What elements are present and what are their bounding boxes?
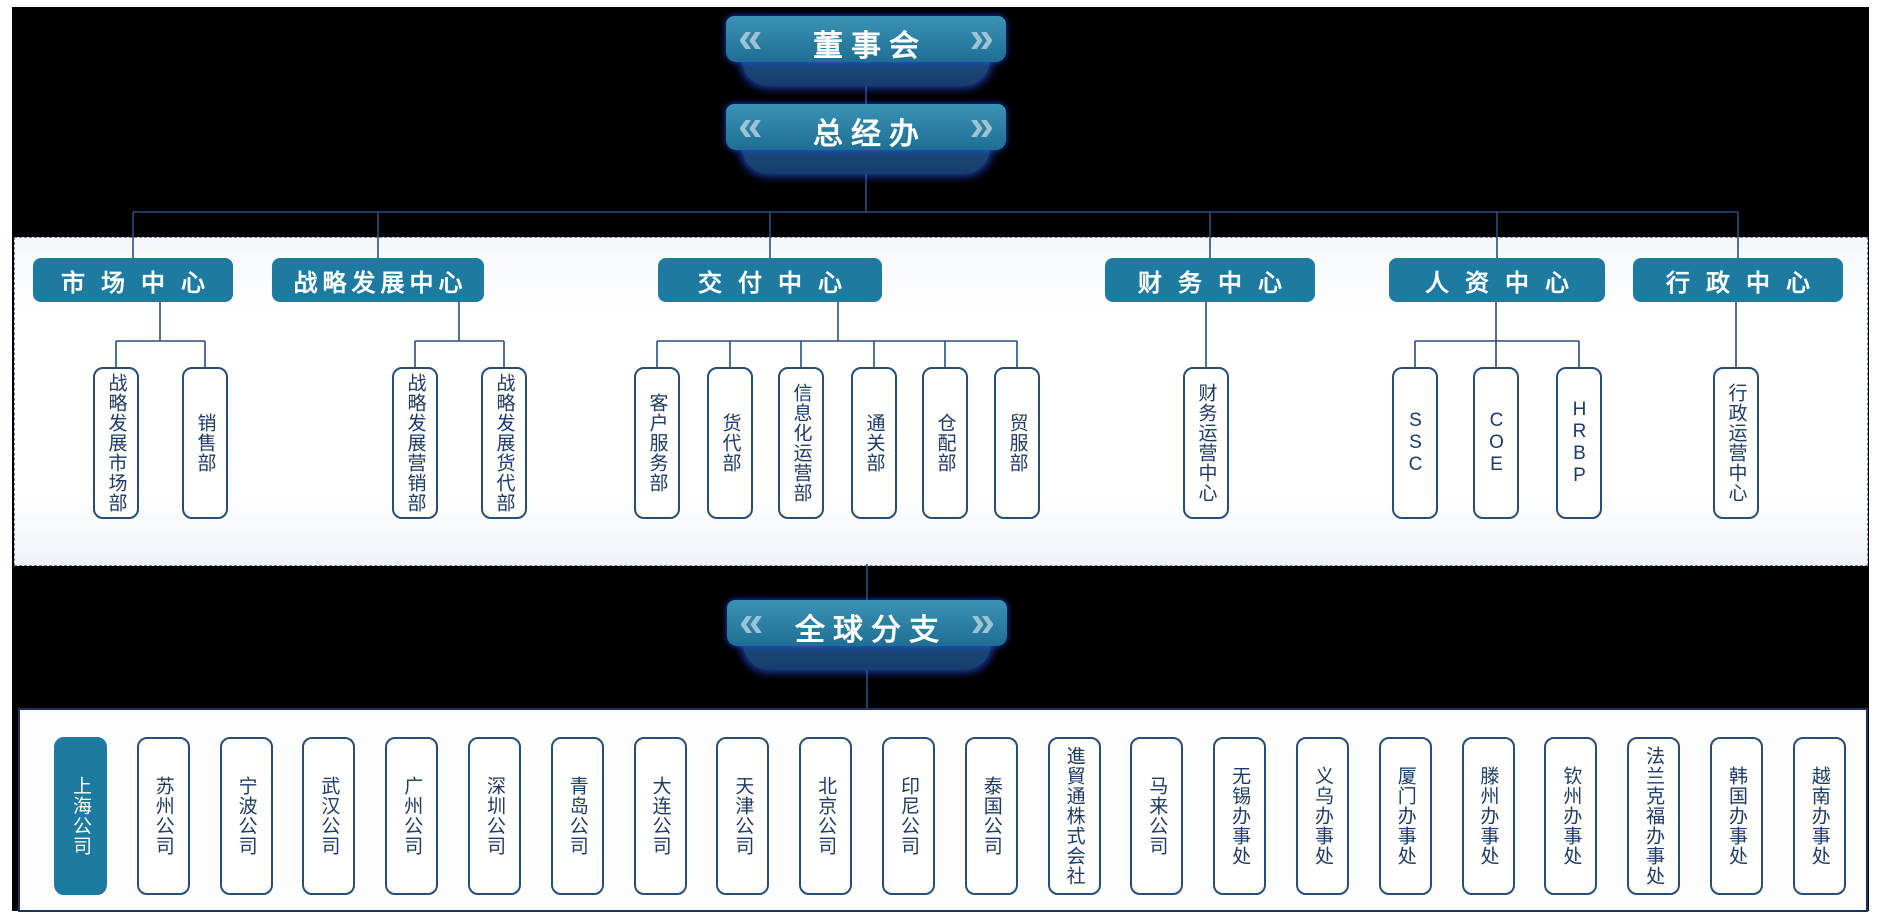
department-box: 战略发展营销部 [392,367,438,519]
branch-box: 進貿通株式会社 [1047,737,1101,895]
branch-row: 上海公司苏州公司宁波公司武汉公司广州公司深圳公司青岛公司大连公司天津公司北京公司… [54,737,1846,895]
branch-box: 苏州公司 [136,737,190,895]
department-box: 货代部 [707,367,753,519]
chevron-right-icon: » [970,597,995,646]
branch-box: 青岛公司 [550,737,604,895]
branch-box: 钦州办事处 [1544,737,1598,895]
department-box: 行政运营中心 [1713,367,1759,519]
branch-box: 马来公司 [1130,737,1184,895]
branch-box: 无锡办事处 [1213,737,1267,895]
branch-box: 北京公司 [799,737,853,895]
board-badge: « » 董事会 [726,13,1006,86]
badge-band [727,600,1007,646]
branch-box: 宁波公司 [219,737,273,895]
department-box: 贸服部 [994,367,1040,519]
chevron-right-icon: » [969,13,994,62]
department-box: COE [1473,367,1519,519]
center-badge: 战略发展中心 [272,258,484,302]
global-branches-badge: « » 全球分支 [727,597,1007,670]
branch-box: 法兰克福办事处 [1627,737,1681,895]
department-box: 财务运营中心 [1183,367,1229,519]
branch-box: 深圳公司 [467,737,521,895]
chevron-left-icon: « [738,101,763,150]
gm-office-badge-label: 总经办 [813,118,927,151]
department-box: 销售部 [182,367,228,519]
department-box: 信息化运营部 [778,367,824,519]
global-branches-badge-label: 全球分支 [795,614,947,647]
branch-box: 义乌办事处 [1295,737,1349,895]
department-box: 仓配部 [922,367,968,519]
branch-box: 泰国公司 [964,737,1018,895]
badge-band [726,104,1006,150]
center-badge: 财务中心 [1105,258,1315,302]
center-badge: 行政中心 [1633,258,1843,302]
branch-box: 印尼公司 [881,737,935,895]
branch-box: 上海公司 [54,737,107,895]
center-badge: 市场中心 [33,258,233,302]
board-badge-label: 董事会 [813,30,927,63]
branch-box: 大连公司 [633,737,687,895]
branch-box: 武汉公司 [302,737,356,895]
center-badge: 交付中心 [658,258,882,302]
chevron-right-icon: » [969,101,994,150]
center-badge: 人资中心 [1389,258,1605,302]
department-box: 战略发展市场部 [93,367,139,519]
department-box: 战略发展货代部 [481,367,527,519]
department-box: 通关部 [851,367,897,519]
branch-box: 厦门办事处 [1378,737,1432,895]
branch-box: 广州公司 [385,737,439,895]
department-box: HRBP [1556,367,1602,519]
chevron-left-icon: « [739,597,764,646]
branch-box: 韩国办事处 [1709,737,1763,895]
gm-office-badge: « » 总经办 [726,101,1006,174]
chevron-left-icon: « [738,13,763,62]
branch-box: 天津公司 [716,737,770,895]
branch-box: 滕州办事处 [1461,737,1515,895]
department-box: SSC [1392,367,1438,519]
branch-box: 越南办事处 [1792,737,1846,895]
badge-band [726,16,1006,62]
department-box: 客户服务部 [634,367,680,519]
